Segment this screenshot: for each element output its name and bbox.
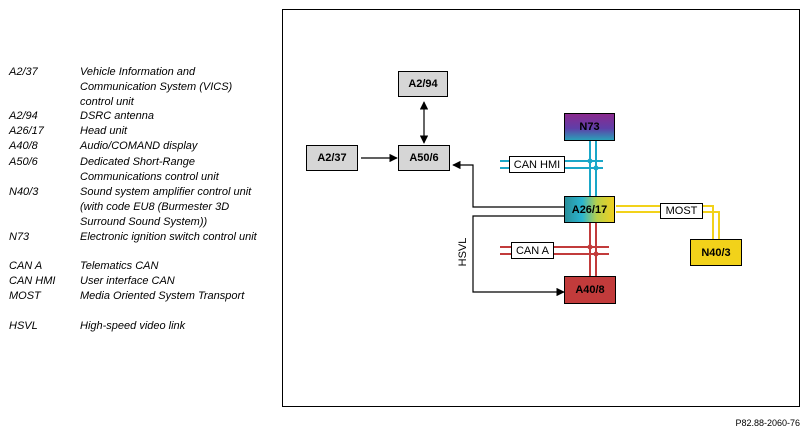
block-a50-6: A50/6 xyxy=(398,145,450,171)
legend-desc: Dedicated Short-Range Communications con… xyxy=(80,156,219,183)
label-can-hmi: CAN HMI xyxy=(509,156,565,173)
legend: A2/37 Vehicle Information and Communicat… xyxy=(0,0,280,437)
legend-code: A26/17 xyxy=(9,125,44,137)
legend-desc: Media Oriented System Transport xyxy=(80,290,245,302)
legend-code: A40/8 xyxy=(9,140,38,152)
legend-desc: Vehicle Information and Communication Sy… xyxy=(80,66,233,108)
label-hsvl: HSVL xyxy=(457,237,469,267)
most-bus xyxy=(616,205,720,239)
legend-desc: Head unit xyxy=(80,125,128,137)
legend-code: N73 xyxy=(9,231,30,243)
legend-desc: Sound system amplifier control unit (wit… xyxy=(80,186,252,228)
legend-code: CAN A xyxy=(9,260,43,272)
block-n73: N73 xyxy=(564,113,615,141)
block-a2-94: A2/94 xyxy=(398,71,448,97)
legend-code: A2/37 xyxy=(9,66,38,78)
legend-desc: High-speed video link xyxy=(80,320,186,332)
diagram-lines xyxy=(361,101,720,297)
block-a40-8: A40/8 xyxy=(564,276,616,304)
legend-code: HSVL xyxy=(9,320,38,332)
legend-desc: Audio/COMAND display xyxy=(80,140,198,152)
figure-id: P82.88-2060-76 xyxy=(735,418,800,428)
label-can-a: CAN A xyxy=(511,242,554,259)
label-most: MOST xyxy=(660,203,703,219)
block-n40-3: N40/3 xyxy=(690,239,742,266)
legend-code: MOST xyxy=(9,290,41,302)
link-a26-17-a50-6 xyxy=(452,160,564,208)
legend-code: A2/94 xyxy=(9,110,38,122)
legend-desc: DSRC antenna xyxy=(80,110,154,122)
legend-code: A50/6 xyxy=(9,156,38,168)
can-hmi-nodes xyxy=(587,158,599,171)
block-a2-37: A2/37 xyxy=(306,145,358,171)
legend-desc: Telematics CAN xyxy=(80,260,159,272)
network-diagram: A2/94 A2/37 A50/6 N73 A26/17 N40/3 A40/8… xyxy=(282,9,800,407)
link-hsvl xyxy=(472,215,565,297)
legend-desc: Electronic ignition switch control unit xyxy=(80,231,257,243)
can-a-nodes xyxy=(587,244,599,257)
legend-desc: User interface CAN xyxy=(80,275,175,287)
legend-code: N40/3 xyxy=(9,186,39,198)
block-a26-17: A26/17 xyxy=(564,196,615,223)
legend-code: CAN HMI xyxy=(9,275,56,287)
